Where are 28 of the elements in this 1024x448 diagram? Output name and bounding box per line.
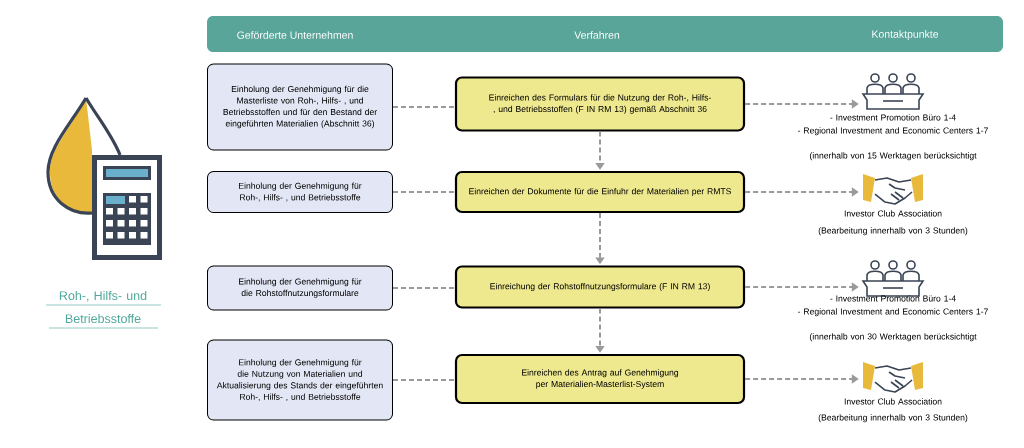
connector <box>392 191 455 193</box>
contact-text: - Regional Investment and Economic Centers 1-7 <box>798 127 988 136</box>
connector <box>392 287 455 289</box>
contact-text: (innerhalb von 30 Werktagen berücksichtigt <box>809 333 977 342</box>
procedure-box: Einreichen des Formulars für die Nutzung der Roh-, Hilfs- , und Betriebsstoffen (F IN RM 13) gemäß Abschnitt 36 <box>454 76 746 132</box>
contact-text: (Bearbeitung innerhalb von 3 Stunden) <box>818 227 968 236</box>
column-heading: Kontaktpunkte <box>872 30 939 40</box>
contact-text: - Regional Investment and Economic Centers 1-7 <box>798 308 988 317</box>
connector <box>392 106 455 108</box>
requirement-box: Einholung der Genehmigung für die Rohstoffnutzungsformulare <box>207 265 393 311</box>
procedure-box: Einreichen der Dokumente für die Einfuhr der Materialien per RMTS <box>454 170 746 214</box>
column-heading: Verfahren <box>574 31 620 39</box>
handshake-icon <box>863 174 923 205</box>
connector <box>392 379 455 381</box>
contact-text: - Investment Promotion Büro 1-4 <box>830 114 956 121</box>
handshake-icon <box>863 362 923 393</box>
requirement-box: Einholung der Genehmigung für die Nutzung von Materialien und Aktualisierung des Stands der eingeführten Roh-, Hilfs- , und Betriebsstoffe <box>207 339 393 421</box>
contact-text: (innerhalb von 15 Werktagen berücksichtigt <box>809 152 977 161</box>
contact-text: Investor Club Association <box>844 210 942 217</box>
procedure-box: Einreichen des Antrag auf Genehmigung per Materialien-Masterlist-System <box>454 353 746 405</box>
contact-text: Investor Club Association <box>844 398 942 405</box>
category-link: Roh-, Hilfs- und Betriebsstoffe <box>45 290 162 329</box>
contact-text: - Investment Promotion Büro 1-4 <box>830 295 956 302</box>
requirement-box: Einholung der Genehmigung für Roh-, Hilfs- , und Betriebsstoffe <box>207 171 393 213</box>
contact-text: (Bearbeitung innerhalb von 3 Stunden) <box>818 414 968 423</box>
requirement-box: Einholung der Genehmigung für die Masterliste von Roh-, Hilfs- , und Betriebsstoffen und für den Bestand der eingeführten Materialien (Abschnitt 36) <box>207 63 393 151</box>
column-heading: Geförderte Unternehmen <box>237 31 353 39</box>
procedure-box: Einreichung der Rohstoffnutzungsformulare (F IN RM 13) <box>454 265 746 309</box>
